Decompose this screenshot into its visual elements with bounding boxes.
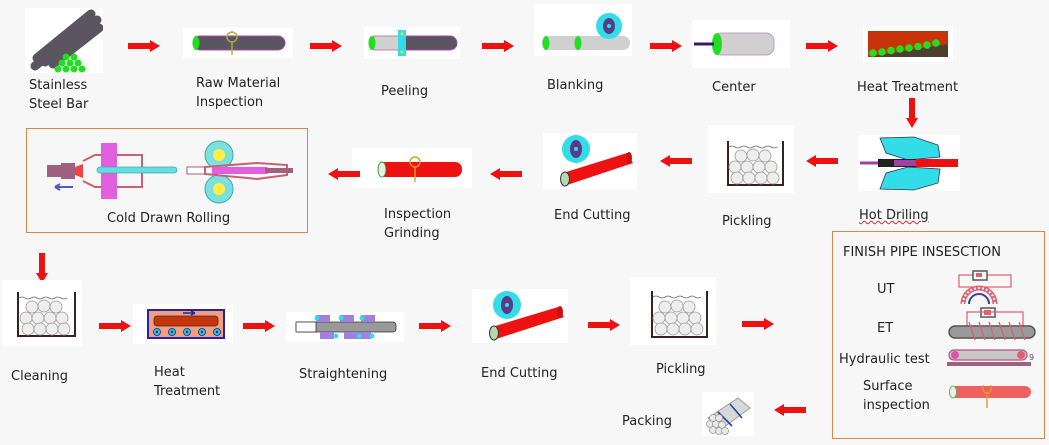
bar-inspection-icon bbox=[183, 28, 293, 58]
step-label-pickling-2: Pickling bbox=[656, 362, 706, 377]
step-label-pickling-1: Pickling bbox=[722, 214, 772, 229]
cold-drawn-rolling-box: Cold Drawn Rolling bbox=[26, 128, 308, 233]
flow-arrow bbox=[328, 168, 360, 180]
step-label-end-cutting-2: End Cutting bbox=[481, 366, 558, 381]
surface-inspection-icon bbox=[945, 382, 1035, 410]
inspection-label-hydraulic-test: Hydraulic test bbox=[839, 352, 930, 367]
flow-arrow bbox=[774, 404, 806, 416]
flow-arrow-down bbox=[36, 253, 48, 283]
furnace-bars-icon bbox=[863, 26, 953, 62]
pipe-inspection-icon bbox=[352, 148, 472, 188]
step-label-cleaning: Cleaning bbox=[11, 369, 68, 384]
pipe-cutter-icon bbox=[472, 289, 568, 343]
step-label-straightening: Straightening bbox=[299, 367, 388, 382]
hydraulic-test-icon: 9 bbox=[945, 346, 1037, 368]
cleaning-tank-icon bbox=[2, 280, 82, 346]
step-label-cold-drawn-rolling: Cold Drawn Rolling bbox=[107, 211, 231, 226]
cold-draw-roll-icon bbox=[37, 139, 297, 207]
flow-arrow bbox=[490, 168, 522, 180]
piercing-mill-icon bbox=[858, 135, 960, 191]
pickling-tank-icon bbox=[708, 125, 794, 193]
center-drill-icon bbox=[692, 20, 790, 68]
inspection-label-et: ET bbox=[877, 321, 894, 336]
finish-pipe-inspection-box: FINISH PIPE INSESCTION UT ET Hydraulic t… bbox=[832, 231, 1045, 439]
pipe-cutter-icon bbox=[543, 133, 637, 189]
flow-arrow bbox=[243, 320, 275, 332]
flow-arrow bbox=[650, 40, 682, 52]
eddy-current-test-icon bbox=[947, 306, 1039, 342]
step-label-hot-drilling: Hot Driling bbox=[859, 208, 929, 223]
annealing-furnace-icon bbox=[133, 304, 233, 344]
step-label-end-cutting-1: End Cutting bbox=[554, 208, 631, 223]
step-label-center: Center bbox=[712, 80, 756, 95]
flow-arrow bbox=[128, 40, 160, 52]
straightener-icon bbox=[286, 312, 404, 342]
flow-arrow bbox=[310, 40, 342, 52]
saw-blade-icon bbox=[534, 4, 632, 56]
pipe-bundle-icon bbox=[702, 392, 754, 436]
flow-arrow bbox=[588, 319, 620, 331]
pickling-tank-icon bbox=[630, 277, 716, 345]
flow-arrow bbox=[806, 40, 838, 52]
flow-arrow bbox=[482, 40, 514, 52]
finish-inspection-title: FINISH PIPE INSESCTION bbox=[843, 245, 1001, 260]
step-label-heat-treatment-1: Heat Treatment bbox=[857, 80, 959, 95]
flow-arrow bbox=[419, 320, 451, 332]
flow-arrow bbox=[806, 155, 838, 167]
step-label-packing: Packing bbox=[622, 414, 673, 429]
flow-arrow bbox=[99, 320, 131, 332]
svg-text:9: 9 bbox=[1029, 353, 1034, 362]
ultrasonic-test-icon bbox=[951, 268, 1017, 308]
inspection-label-ut: UT bbox=[877, 282, 895, 297]
bar-bundle-icon bbox=[25, 8, 103, 73]
flow-arrow-down bbox=[906, 98, 918, 128]
step-label-peeling: Peeling bbox=[381, 84, 429, 99]
flow-arrow bbox=[660, 155, 692, 167]
step-label-blanking: Blanking bbox=[547, 78, 604, 93]
flow-arrow bbox=[742, 318, 774, 330]
peeling-icon bbox=[364, 27, 460, 59]
